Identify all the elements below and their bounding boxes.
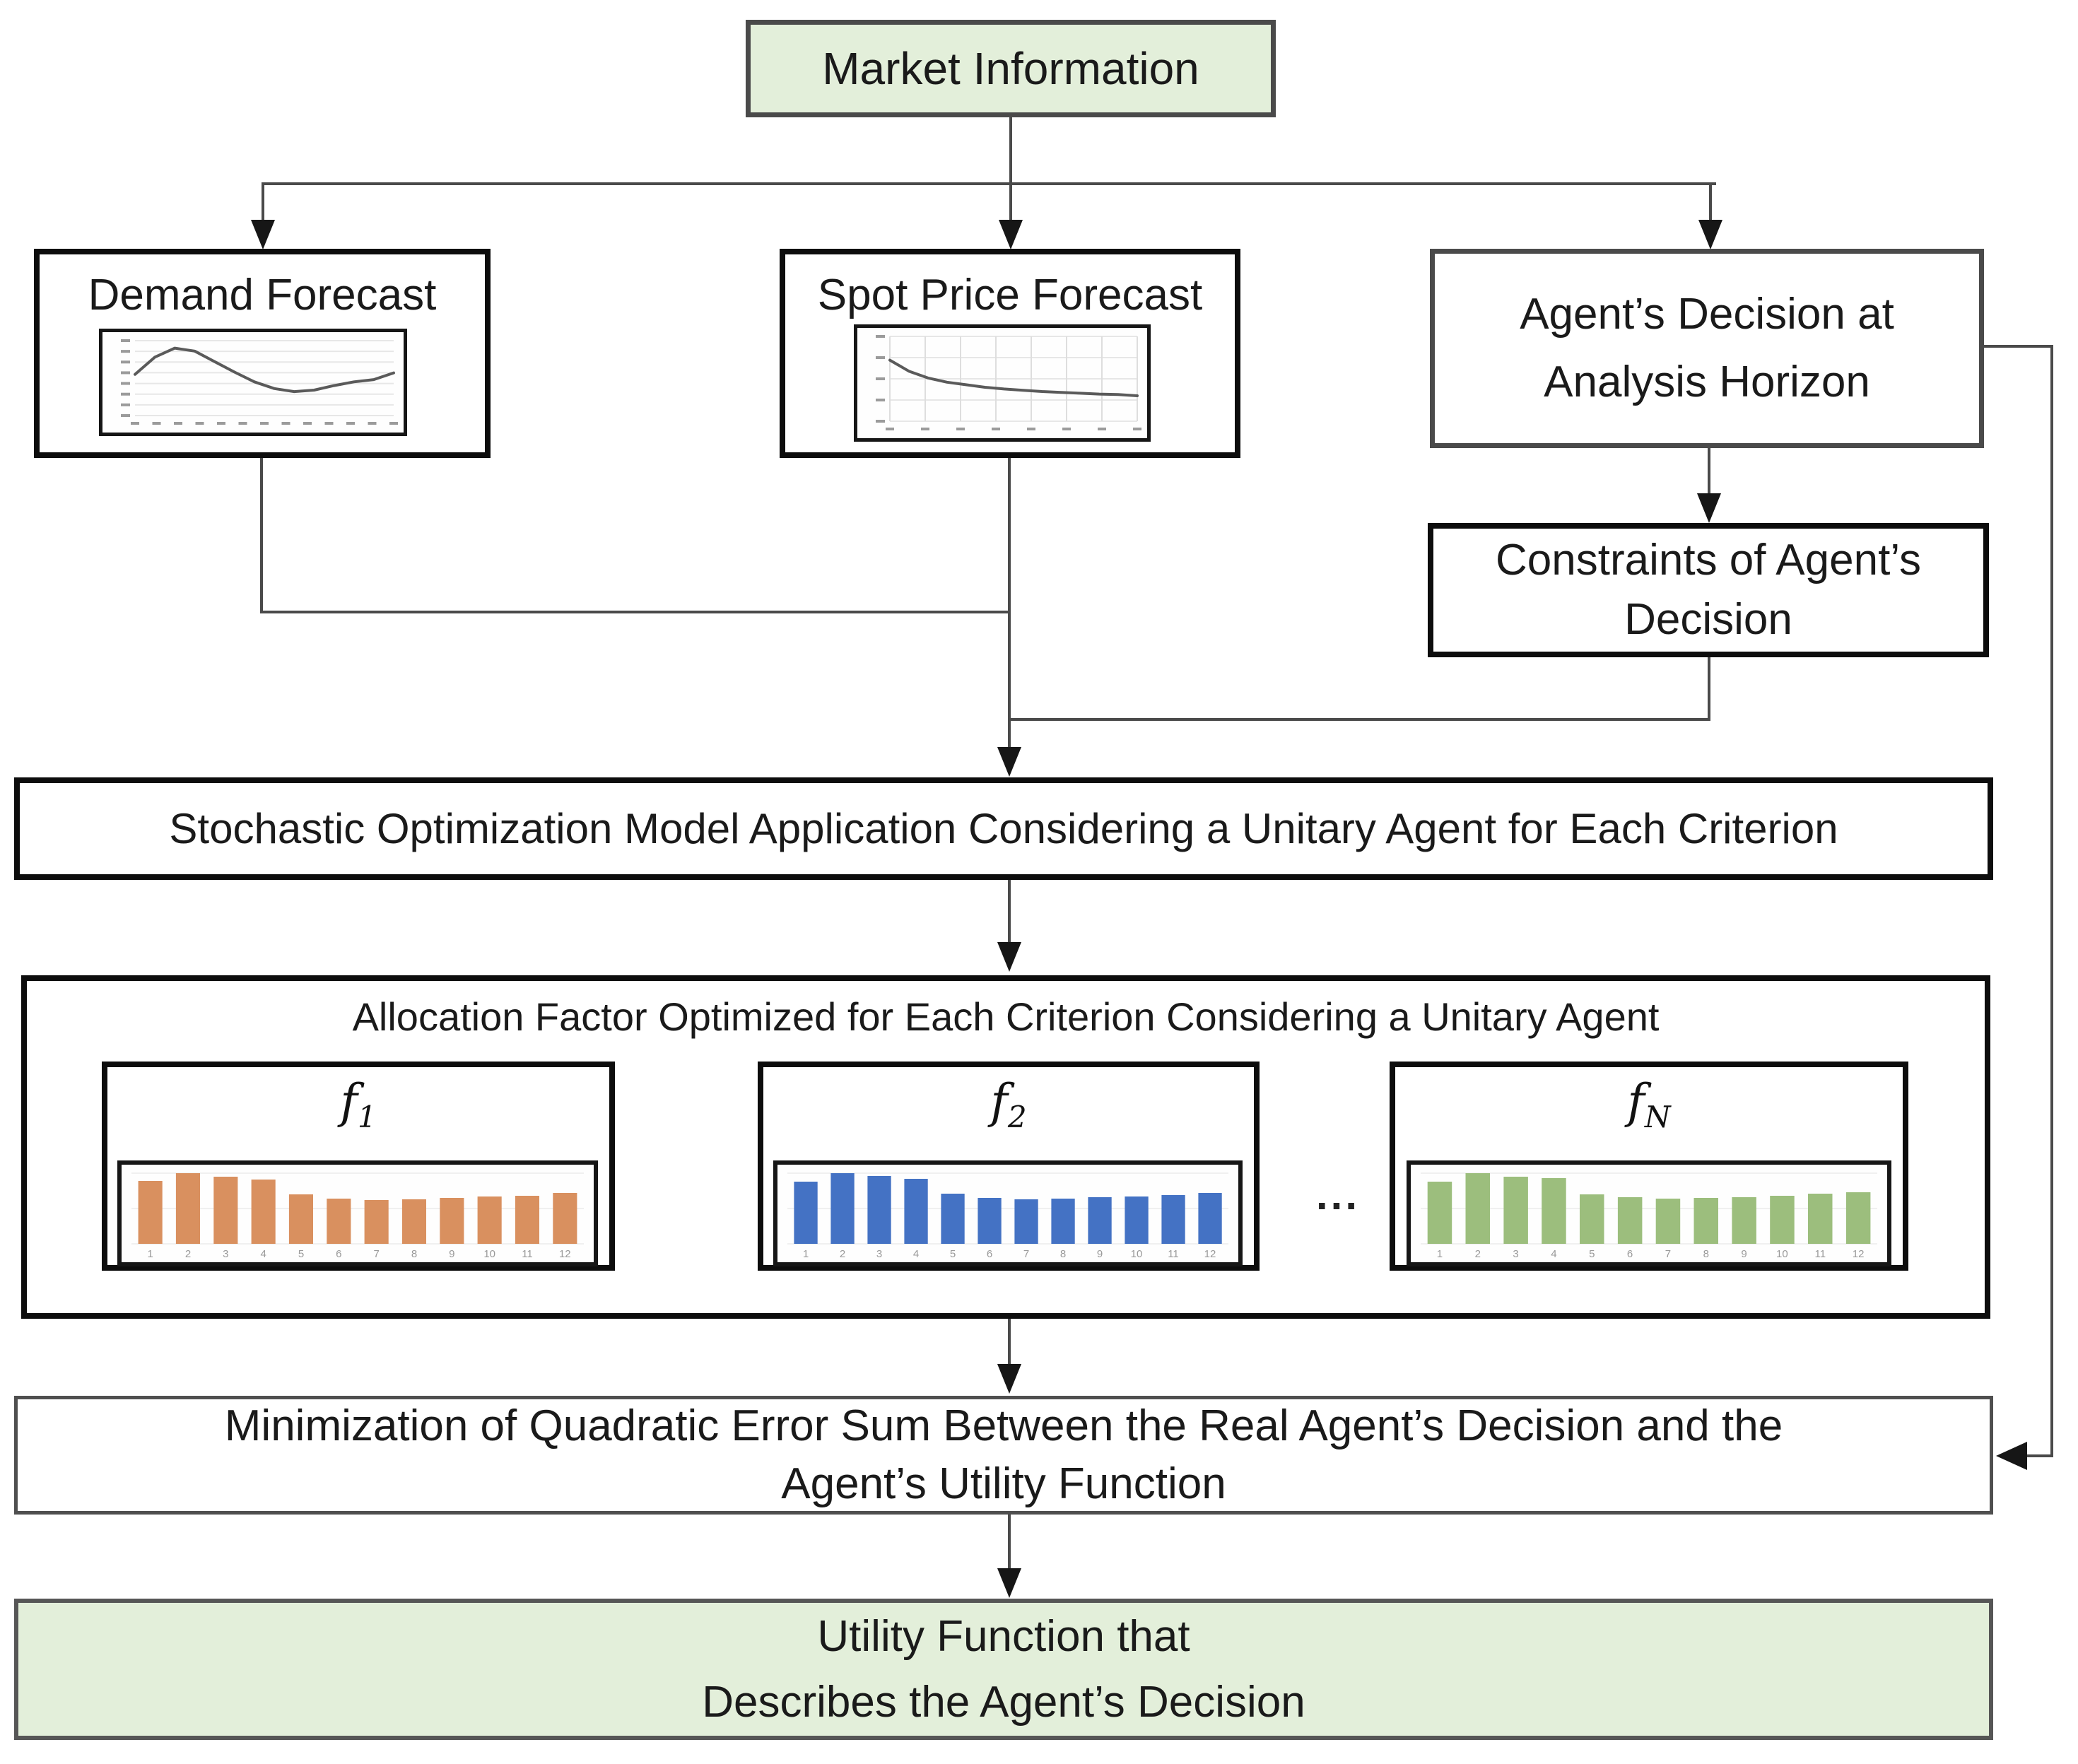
svg-text:4: 4 xyxy=(261,1248,266,1260)
svg-text:3: 3 xyxy=(223,1248,228,1260)
utility-line2: Describes the Agent’s Decision xyxy=(702,1678,1305,1727)
svg-text:2: 2 xyxy=(185,1248,191,1260)
svg-text:11: 11 xyxy=(1815,1248,1826,1260)
arrowhead-to-demand xyxy=(251,220,275,249)
svg-text:6: 6 xyxy=(1627,1248,1633,1260)
svg-text:10: 10 xyxy=(1131,1248,1143,1260)
minimization-line1: Minimization of Quadratic Error Sum Betw… xyxy=(224,1401,1783,1451)
svg-text:12: 12 xyxy=(1204,1248,1216,1260)
svg-text:11: 11 xyxy=(522,1248,533,1260)
constraints-line1: Constraints of Agent’s xyxy=(1496,536,1921,585)
svg-text:9: 9 xyxy=(1097,1248,1103,1260)
arrowhead-to-minimization xyxy=(997,1364,1021,1394)
arrowhead-feedback xyxy=(1996,1442,2027,1470)
connector-drop-demand xyxy=(262,182,264,222)
svg-text:6: 6 xyxy=(336,1248,341,1260)
svg-text:1: 1 xyxy=(1437,1248,1443,1260)
arrowhead-to-allocation xyxy=(997,942,1021,972)
svg-text:5: 5 xyxy=(298,1248,304,1260)
svg-text:11: 11 xyxy=(1168,1248,1179,1260)
connector-spot-down xyxy=(1008,458,1011,749)
allocation-factor-title: Allocation Factor Optimized for Each Cri… xyxy=(352,994,1660,1039)
demand-forecast-chart xyxy=(99,329,407,436)
connector-distributor xyxy=(262,182,1716,185)
spot-price-forecast-label: Spot Price Forecast xyxy=(817,271,1203,319)
connector-agents-constraints xyxy=(1708,448,1710,495)
connector-feedback-down xyxy=(2050,345,2053,1456)
svg-text:3: 3 xyxy=(1513,1248,1518,1260)
minimization-line2: Agent’s Utility Function xyxy=(781,1459,1226,1508)
svg-text:8: 8 xyxy=(1060,1248,1066,1260)
svg-text:7: 7 xyxy=(1023,1248,1029,1260)
connector-stochastic-allocation xyxy=(1008,880,1011,943)
agents-decision-line1: Agent’s Decision at xyxy=(1520,289,1894,339)
svg-text:3: 3 xyxy=(876,1248,882,1260)
svg-text:9: 9 xyxy=(449,1248,454,1260)
allocation-factor-box: Allocation Factor Optimized for Each Cri… xyxy=(21,975,1990,1319)
connector-drop-spot xyxy=(1009,182,1012,222)
svg-text:10: 10 xyxy=(1776,1248,1788,1260)
connector-drop-agents xyxy=(1709,182,1712,222)
svg-text:5: 5 xyxy=(1589,1248,1595,1260)
svg-text:1: 1 xyxy=(803,1248,809,1260)
connector-allocation-minimization xyxy=(1008,1319,1011,1364)
stochastic-optimization-box: Stochastic Optimization Model Applicatio… xyxy=(14,777,1993,880)
svg-text:4: 4 xyxy=(1551,1248,1556,1260)
spot-price-forecast-box: Spot Price Forecast xyxy=(780,249,1240,458)
svg-text:7: 7 xyxy=(1665,1248,1671,1260)
demand-forecast-label: Demand Forecast xyxy=(88,271,437,319)
connector-minimization-utility xyxy=(1008,1515,1011,1570)
arrowhead-to-constraints xyxy=(1697,493,1721,523)
spot-price-forecast-chart xyxy=(854,324,1151,442)
svg-text:1: 1 xyxy=(148,1248,153,1260)
svg-text:5: 5 xyxy=(950,1248,956,1260)
arrowhead-to-spot xyxy=(999,220,1023,249)
connector-demand-down xyxy=(260,458,263,613)
fn-label: fN xyxy=(1627,1074,1671,1135)
svg-text:2: 2 xyxy=(840,1248,845,1260)
utility-line1: Utility Function that xyxy=(817,1612,1190,1661)
connector-constraints-down xyxy=(1708,657,1710,721)
svg-text:9: 9 xyxy=(1741,1248,1747,1260)
utility-function-box: Utility Function that Describes the Agen… xyxy=(14,1599,1993,1740)
demand-forecast-box: Demand Forecast xyxy=(34,249,491,458)
connector-feedback-in xyxy=(2023,1454,2053,1457)
market-information-label: Market Information xyxy=(822,43,1199,94)
svg-text:8: 8 xyxy=(1703,1248,1709,1260)
minimization-box: Minimization of Quadratic Error Sum Betw… xyxy=(14,1396,1993,1515)
svg-text:12: 12 xyxy=(1853,1248,1865,1260)
arrowhead-to-stochastic xyxy=(997,747,1021,777)
svg-text:2: 2 xyxy=(1475,1248,1481,1260)
connector-feedback-out xyxy=(1984,345,2053,348)
connector-constraints-across xyxy=(1011,718,1710,721)
ellipsis-dots: ... xyxy=(1315,1171,1360,1218)
svg-text:10: 10 xyxy=(483,1248,495,1260)
agents-decision-box: Agent’s Decision at Analysis Horizon xyxy=(1430,249,1984,448)
arrowhead-to-utility xyxy=(997,1568,1021,1598)
connector-demand-across xyxy=(260,611,1011,613)
svg-text:8: 8 xyxy=(411,1248,417,1260)
constraints-box: Constraints of Agent’s Decision xyxy=(1428,523,1989,657)
connector-market-stem xyxy=(1009,117,1012,184)
stochastic-optimization-label: Stochastic Optimization Model Applicatio… xyxy=(169,805,1838,852)
svg-text:4: 4 xyxy=(913,1248,919,1260)
svg-text:7: 7 xyxy=(374,1248,380,1260)
svg-text:12: 12 xyxy=(559,1248,571,1260)
svg-text:6: 6 xyxy=(987,1248,992,1260)
arrowhead-to-agents xyxy=(1698,220,1722,249)
f1-label: f1 xyxy=(340,1074,377,1135)
agents-decision-line2: Analysis Horizon xyxy=(1544,358,1870,406)
f2-label: f2 xyxy=(990,1074,1027,1135)
constraints-line2: Decision xyxy=(1624,595,1792,644)
market-information-box: Market Information xyxy=(746,20,1276,117)
